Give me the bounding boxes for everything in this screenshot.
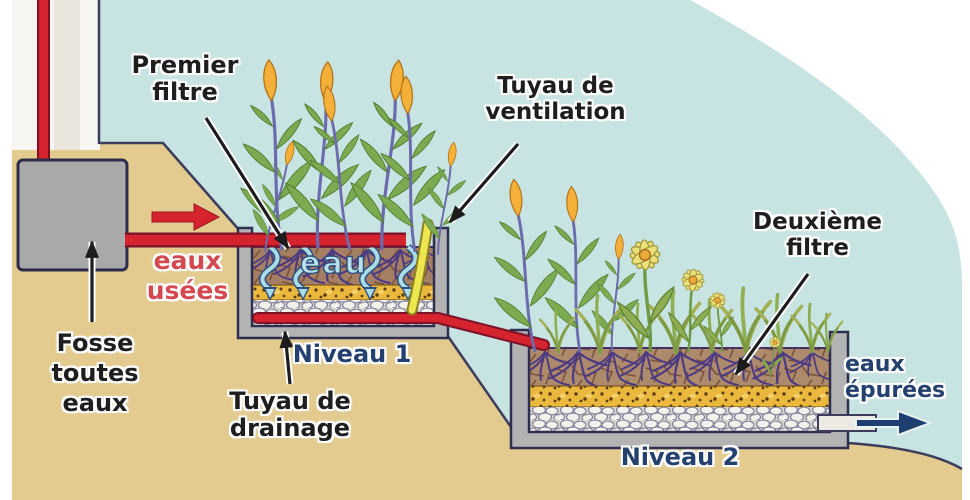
eaux-epurees-line1: eaux [845,352,905,377]
label-tuyau-ventilation: Tuyau de ventilation [468,73,643,126]
ventilation-pipe [406,218,434,316]
niveau-1-text: Niveau 1 [292,340,412,368]
ventilation-arrow [447,141,521,225]
eau-text: eau [299,245,368,281]
label-niveau-1: Niveau 1 [292,341,412,368]
premier-filtre-line2: filtre [152,77,218,106]
drainage-pipe [252,312,550,351]
premier-filtre-line1: Premier [131,51,239,79]
second-filter-bed [509,328,850,450]
label-niveau-2: Niveau 2 [615,444,745,471]
second-filter-pebble-layer [529,407,830,432]
deuxieme-filtre-arrow [733,271,811,377]
deuxieme-filtre-line2: filtre [786,234,849,261]
eaux-epurees-line2: épurées [845,377,946,403]
wastewater-flow-arrow-icon [151,203,221,231]
treated-water-arrow-icon [855,409,933,437]
second-filter-gravel-layer [528,385,831,408]
second-filter-soil-layer [518,347,835,390]
second-filter-frame [509,328,850,450]
label-premier-filtre: Premier filtre [110,52,260,106]
label-fosse-toutes-eaux: Fosse toutes eaux [35,328,155,418]
label-arrows [84,116,811,385]
fosse-line1: Fosse [56,329,134,357]
house-wall [12,0,101,150]
niveau-2-text: Niveau 2 [620,443,740,471]
label-tuyau-drainage: Tuyau de drainage [210,388,370,442]
label-eaux-usees: eaux usées [135,246,240,306]
tuyau-drainage-line1: Tuyau de [229,387,351,415]
label-eaux-epurees: eaux épurées [845,352,965,404]
deuxieme-filtre-line1: Deuxième [753,209,882,235]
fosse-line2: toutes [51,359,139,387]
fosse-line3: eaux [62,389,128,417]
label-eau-in-filter: eau [299,245,368,281]
septic-tank [16,158,129,272]
tuyau-ventilation-line2: ventilation [485,98,626,125]
tuyau-ventilation-line1: Tuyau de [497,73,614,99]
tuyau-drainage-line2: drainage [229,413,351,442]
eaux-usees-line2: usées [146,276,229,305]
label-deuxieme-filtre: Deuxième filtre [740,209,895,262]
drainage-arrow [279,330,294,385]
premier-filtre-arrow [203,116,291,250]
eaux-usees-line1: eaux [153,246,222,275]
